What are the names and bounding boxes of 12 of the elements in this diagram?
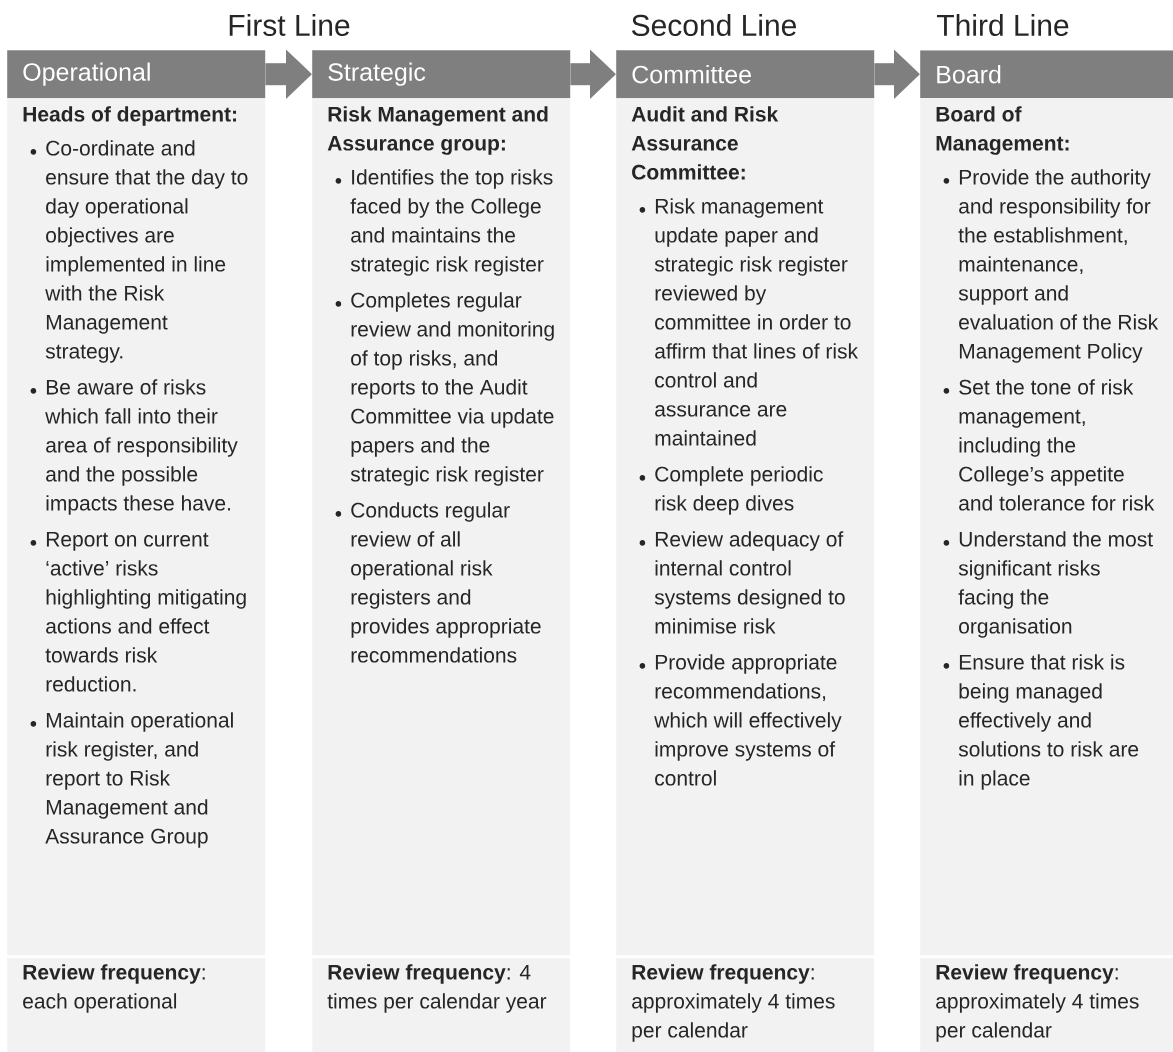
role-panel: Heads of department: Co-ordinate and ensure that the day to day operational objectives are implemented in line with the Risk Management strategy. Be aware of risks which fall into their area of responsibility and the possible impacts these have. Report on current ‘active’ risks highlighting mitigating actions and effect towards risk reduction. Maintain operational risk register, and report to Risk Management and Assurance Group <box>7 98 266 956</box>
review-frequency-panel: Review frequency: approximately 4 times per calendar <box>616 958 875 1052</box>
line-title: Second Line <box>631 14 796 36</box>
header-bar: Operational <box>7 50 266 99</box>
review-frequency-panel: Review frequency: 4 times per calendar year <box>312 958 571 1052</box>
review-frequency-panel: Review frequency: each operational <box>7 958 266 1052</box>
line-title: Third Line <box>937 14 1069 36</box>
role-panel: Audit and Risk Assurance Committee: Risk management update paper and strategic risk register reviewed by committee in order to affirm that lines of risk control and assurance are maintained Complete periodic risk deep dives Review adequacy of internal control systems designed to minimise risk Provide appropriate recommendations, which will effectively improve systems of control <box>616 98 875 956</box>
role-panel: Risk Management and Assurance group: Identifies the top risks faced by the College and maintains the strategic risk register Completes regular review and monitoring of top risks, and reports to the Audit Committee via update papers and the strategic risk register Conducts regular review of all operational risk registers and provides appropriate recommendations <box>312 98 571 956</box>
line-title: First Line <box>229 14 350 36</box>
review-frequency-panel: Review frequency: approximately 4 times per calendar <box>920 958 1173 1052</box>
role-panel: Board of Management: Provide the authority and responsibility for the establishment, maintenance, support and evaluation of the Risk Management Policy Set the tone of risk management, including the College’s appetite and tolerance for risk Understand the most significant risks facing the organisation Ensure that risk is being managed effectively and solutions to risk are in place <box>920 98 1173 956</box>
